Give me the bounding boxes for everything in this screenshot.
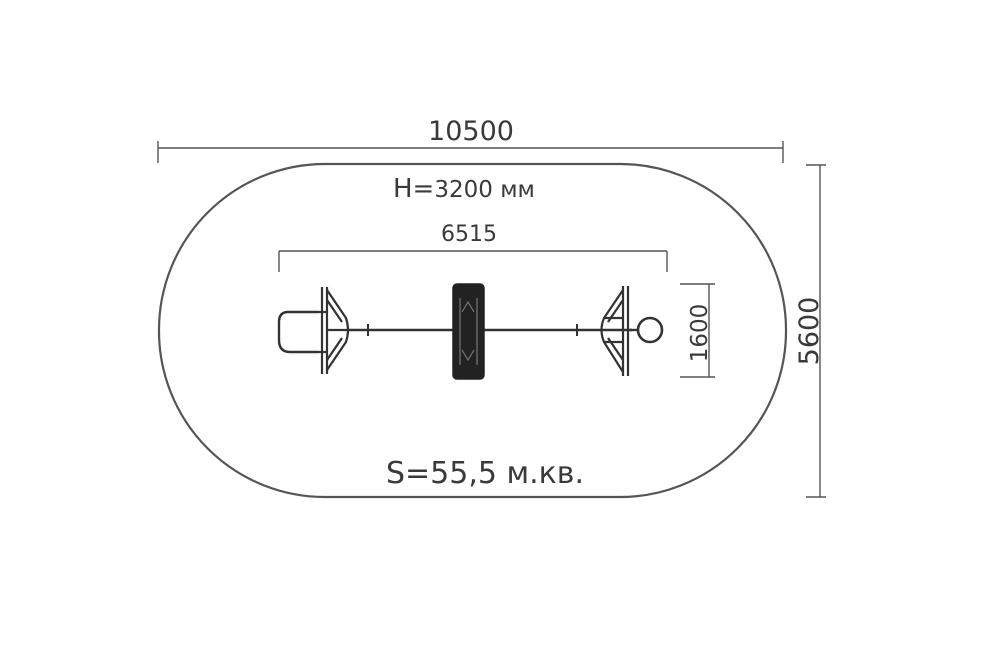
left-a-frame (318, 287, 350, 374)
central-spinner-bars (459, 298, 478, 365)
equipment-length-label: 6515 (441, 222, 497, 247)
height-label-value: 3200 мм (434, 177, 535, 203)
overall-width-dimension (806, 164, 826, 498)
area-label: S=55,5 м.кв. (386, 456, 584, 491)
central-beam (348, 324, 632, 336)
safety-zone-outline (157, 162, 788, 499)
equipment-length-dimension (278, 250, 668, 272)
right-ring-handle (636, 316, 664, 344)
equipment-width-dimension (680, 283, 715, 378)
height-label-prefix: H= (393, 174, 434, 204)
overall-length-label: 10500 (428, 116, 514, 147)
height-label: H=3200 мм (393, 174, 535, 204)
left-seat (277, 310, 318, 354)
central-spinner (452, 283, 485, 380)
overall-width-label: 5600 (794, 297, 825, 366)
overall-length-dimension (157, 141, 784, 163)
equipment-width-label: 1600 (687, 304, 713, 363)
